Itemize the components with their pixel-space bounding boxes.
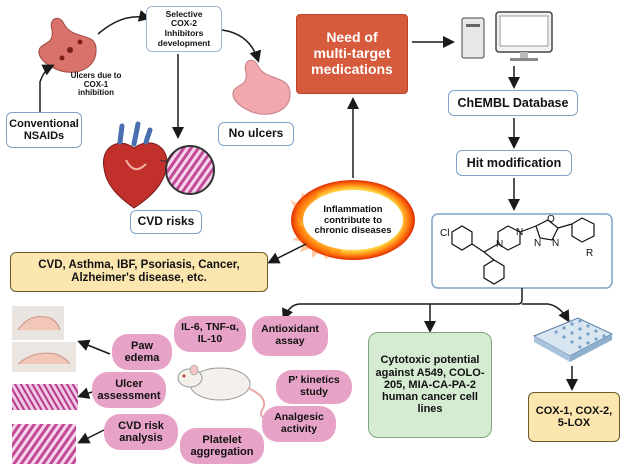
- arrow-to-in-vivo: [282, 288, 523, 321]
- arrow-to-well-plate: [522, 303, 570, 323]
- platelet-pill: Platelet aggregation: [180, 428, 264, 464]
- selective-cox2-box: Selective COX-2 Inhibitors development: [146, 6, 222, 52]
- well-plate-illustration: [532, 317, 614, 362]
- arrow-to-no-ulcers: [221, 29, 262, 63]
- paw-edema-pill: Paw edema: [112, 334, 172, 370]
- hit-modification-box: Hit modification: [456, 150, 572, 176]
- cvd-risk-analysis-pill: CVD risk analysis: [104, 414, 178, 450]
- inflammation-flame-ring: [290, 180, 415, 260]
- atom-n2: N: [516, 227, 523, 238]
- ulcers-cox1-label: Ulcers due to COX-1 inhibition: [70, 70, 122, 98]
- need-multi-target-box: Need of multi-target medications: [296, 14, 408, 94]
- arrow-cvd-risk-analysis: [77, 429, 105, 444]
- inflammation-label: Inflammation contribute to chronic disea…: [314, 204, 392, 237]
- conventional-nsaids-box: Conventional NSAIDs: [6, 112, 82, 148]
- ulcer-stomach-illustration: [38, 17, 97, 73]
- atom-n1: N: [496, 239, 503, 250]
- analgesic-pill: Analgesic activity: [262, 406, 336, 442]
- cox-lox-box: COX-1, COX-2, 5-LOX: [528, 392, 620, 442]
- cytotoxic-box: Cytotoxic potential against A549, COLO- …: [368, 332, 492, 438]
- ulcer-assessment-pill: Ulcer assessment: [92, 372, 166, 408]
- antioxidant-pill: Antioxidant assay: [252, 316, 328, 356]
- molecule-structure: [451, 217, 595, 285]
- pk-study-pill: P' kinetics study: [276, 370, 352, 404]
- paw-photo-top: [12, 306, 64, 340]
- cytokines-pill: IL-6, TNF-α, IL-10: [174, 316, 246, 352]
- rat-illustration: [177, 364, 271, 421]
- cvd-risks-box: CVD risks: [130, 210, 202, 234]
- atom-n4: N: [552, 238, 559, 249]
- cardiac-tissue-magnifier: [159, 145, 215, 195]
- molecule-box: [431, 213, 613, 289]
- heart-illustration: [102, 121, 168, 209]
- paw-photo-bottom: [12, 342, 76, 372]
- arrow-nsaids-to-ulcers: [39, 64, 55, 112]
- atom-r: R: [586, 248, 593, 259]
- healthy-stomach-illustration: [232, 59, 291, 115]
- atom-cl: Cl: [440, 228, 449, 239]
- atom-n3: N: [534, 238, 541, 249]
- atom-o: O: [547, 214, 555, 225]
- chembl-database-box: ChEMBL Database: [448, 90, 578, 116]
- ulcer-histology-photo: [12, 384, 78, 410]
- computer-icon: [461, 11, 553, 61]
- arrow-ulcer-assessment: [77, 387, 93, 399]
- arrow-to-selective-cox2: [97, 10, 151, 35]
- cvd-histology-photo: [12, 424, 76, 464]
- diseases-box: CVD, Asthma, IBF, Psoriasis, Cancer, Alz…: [10, 252, 268, 292]
- arrow-paw-edema: [77, 339, 111, 355]
- arrow-to-diseases: [267, 243, 307, 264]
- molecule-labels: Cl N N O N N R: [440, 214, 593, 259]
- no-ulcers-box: No ulcers: [218, 122, 294, 146]
